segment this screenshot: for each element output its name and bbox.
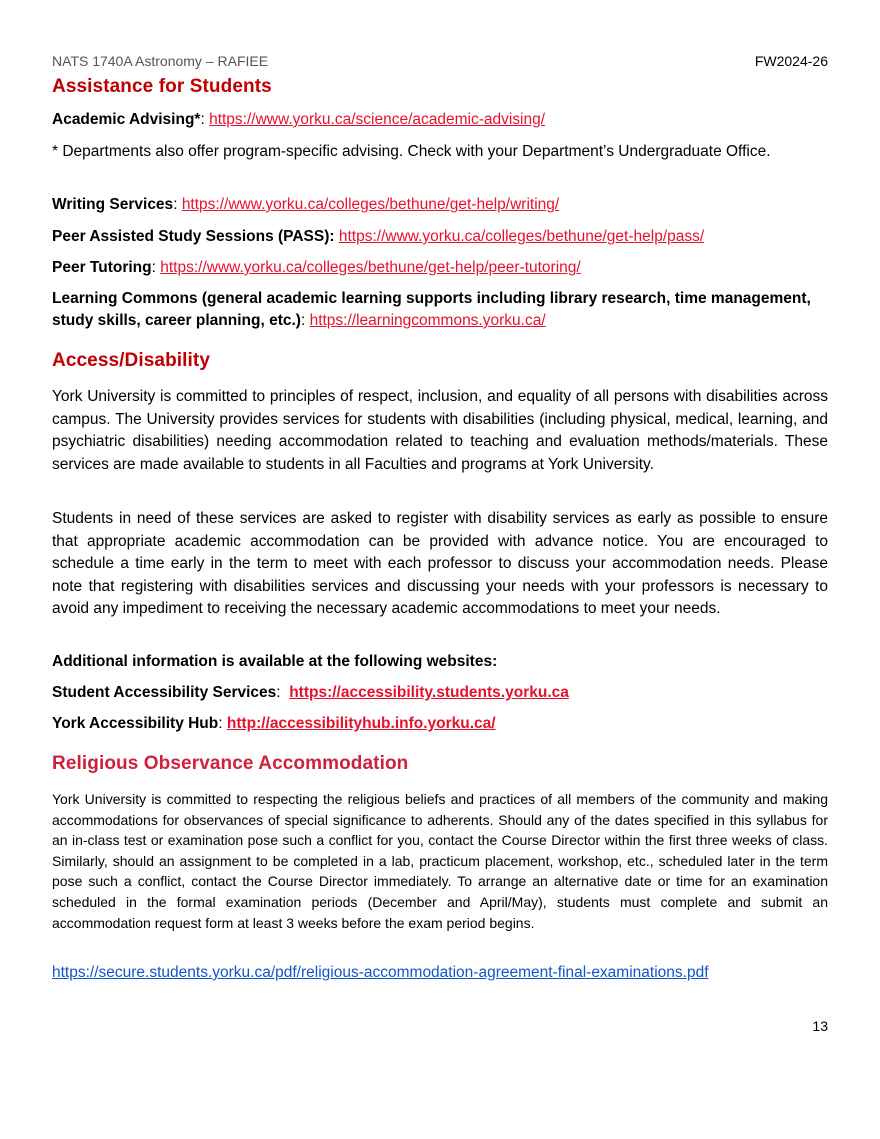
peer-tutoring-link[interactable]: https://www.yorku.ca/colleges/bethune/ge… <box>160 259 581 276</box>
academic-advising-link[interactable]: https://www.yorku.ca/science/academic-ad… <box>209 111 546 128</box>
student-accessibility-row: Student Accessibility Services: https://… <box>52 684 569 701</box>
learning-commons-label: Learning Commons (general academic learn… <box>52 290 811 329</box>
writing-services-label: Writing Services <box>52 196 174 213</box>
heading-assistance: Assistance for Students <box>52 76 272 97</box>
academic-advising-row: Academic Advising*: https://www.yorku.ca… <box>52 111 546 128</box>
learning-commons-row: Learning Commons (general academic learn… <box>52 290 811 329</box>
access-paragraph-2: Students in need of these services are a… <box>52 510 828 617</box>
page-number: 13 <box>812 1018 828 1034</box>
religious-accommodation-link[interactable]: https://secure.students.yorku.ca/pdf/rel… <box>52 964 709 981</box>
student-accessibility-label: Student Accessibility Services <box>52 684 277 701</box>
peer-tutoring-label: Peer Tutoring <box>52 259 152 276</box>
religious-link-row: https://secure.students.yorku.ca/pdf/rel… <box>52 962 828 984</box>
student-accessibility-link[interactable]: https://accessibility.students.yorku.ca <box>289 684 569 701</box>
accessibility-hub-link[interactable]: http://accessibilityhub.info.yorku.ca/ <box>226 715 496 732</box>
academic-advising-label: Academic Advising* <box>52 111 201 128</box>
advising-note: * Departments also offer program-specifi… <box>52 143 771 160</box>
pass-link[interactable]: https://www.yorku.ca/colleges/bethune/ge… <box>338 228 705 245</box>
writing-services-link[interactable]: https://www.yorku.ca/colleges/bethune/ge… <box>181 196 560 213</box>
access-paragraph-1: York University is committed to principl… <box>52 388 828 473</box>
heading-access-disability: Access/Disability <box>52 350 211 371</box>
heading-religious-observance: Religious Observance Accommodation <box>52 753 409 774</box>
learning-commons-link[interactable]: https://learningcommons.yorku.ca/ <box>309 312 546 329</box>
pass-label: Peer Assisted Study Sessions (PASS): <box>52 228 335 245</box>
accessibility-hub-row: York Accessibility Hub: http://accessibi… <box>52 715 496 732</box>
additional-info-text: Additional information is available at t… <box>52 653 498 670</box>
peer-tutoring-row: Peer Tutoring: https://www.yorku.ca/coll… <box>52 259 581 276</box>
accessibility-hub-label: York Accessibility Hub <box>52 715 219 732</box>
writing-services-row: Writing Services: https://www.yorku.ca/c… <box>52 196 560 213</box>
religious-paragraph: York University is committed to respecti… <box>52 791 828 931</box>
header-course-title: NATS 1740A Astronomy – RAFIEE <box>52 53 269 69</box>
header-term-code: FW2024-26 <box>754 53 828 69</box>
pass-row: Peer Assisted Study Sessions (PASS): htt… <box>52 226 828 248</box>
